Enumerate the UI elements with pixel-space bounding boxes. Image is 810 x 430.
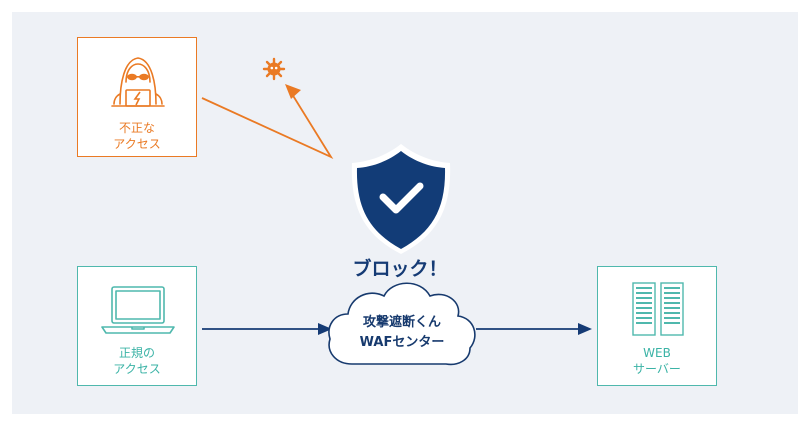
laptop-icon — [101, 286, 175, 334]
web-server-node: WEB サーバー — [597, 266, 717, 386]
request-arrowhead — [318, 323, 332, 335]
server-rack-icon — [632, 282, 684, 336]
web-server-label: WEB サーバー — [633, 346, 681, 376]
legitimate-access-node: 正規の アクセス — [77, 266, 197, 386]
legitimate-access-label: 正規の アクセス — [113, 346, 161, 376]
attack-arrow — [201, 93, 334, 160]
unauthorized-access-label: 不正な アクセス — [113, 121, 161, 151]
waf-center-label: 攻撃遮断くん WAFセンター — [359, 315, 445, 350]
unauthorized-access-node: 不正な アクセス — [77, 37, 197, 157]
attack-arrowhead — [285, 84, 301, 99]
block-label: ブロック！ — [352, 258, 448, 280]
forward-arrowhead — [578, 323, 592, 335]
virus-icon — [262, 57, 286, 81]
cloud-icon — [328, 282, 476, 366]
hacker-icon — [111, 57, 165, 107]
shield-check-icon — [351, 144, 451, 254]
